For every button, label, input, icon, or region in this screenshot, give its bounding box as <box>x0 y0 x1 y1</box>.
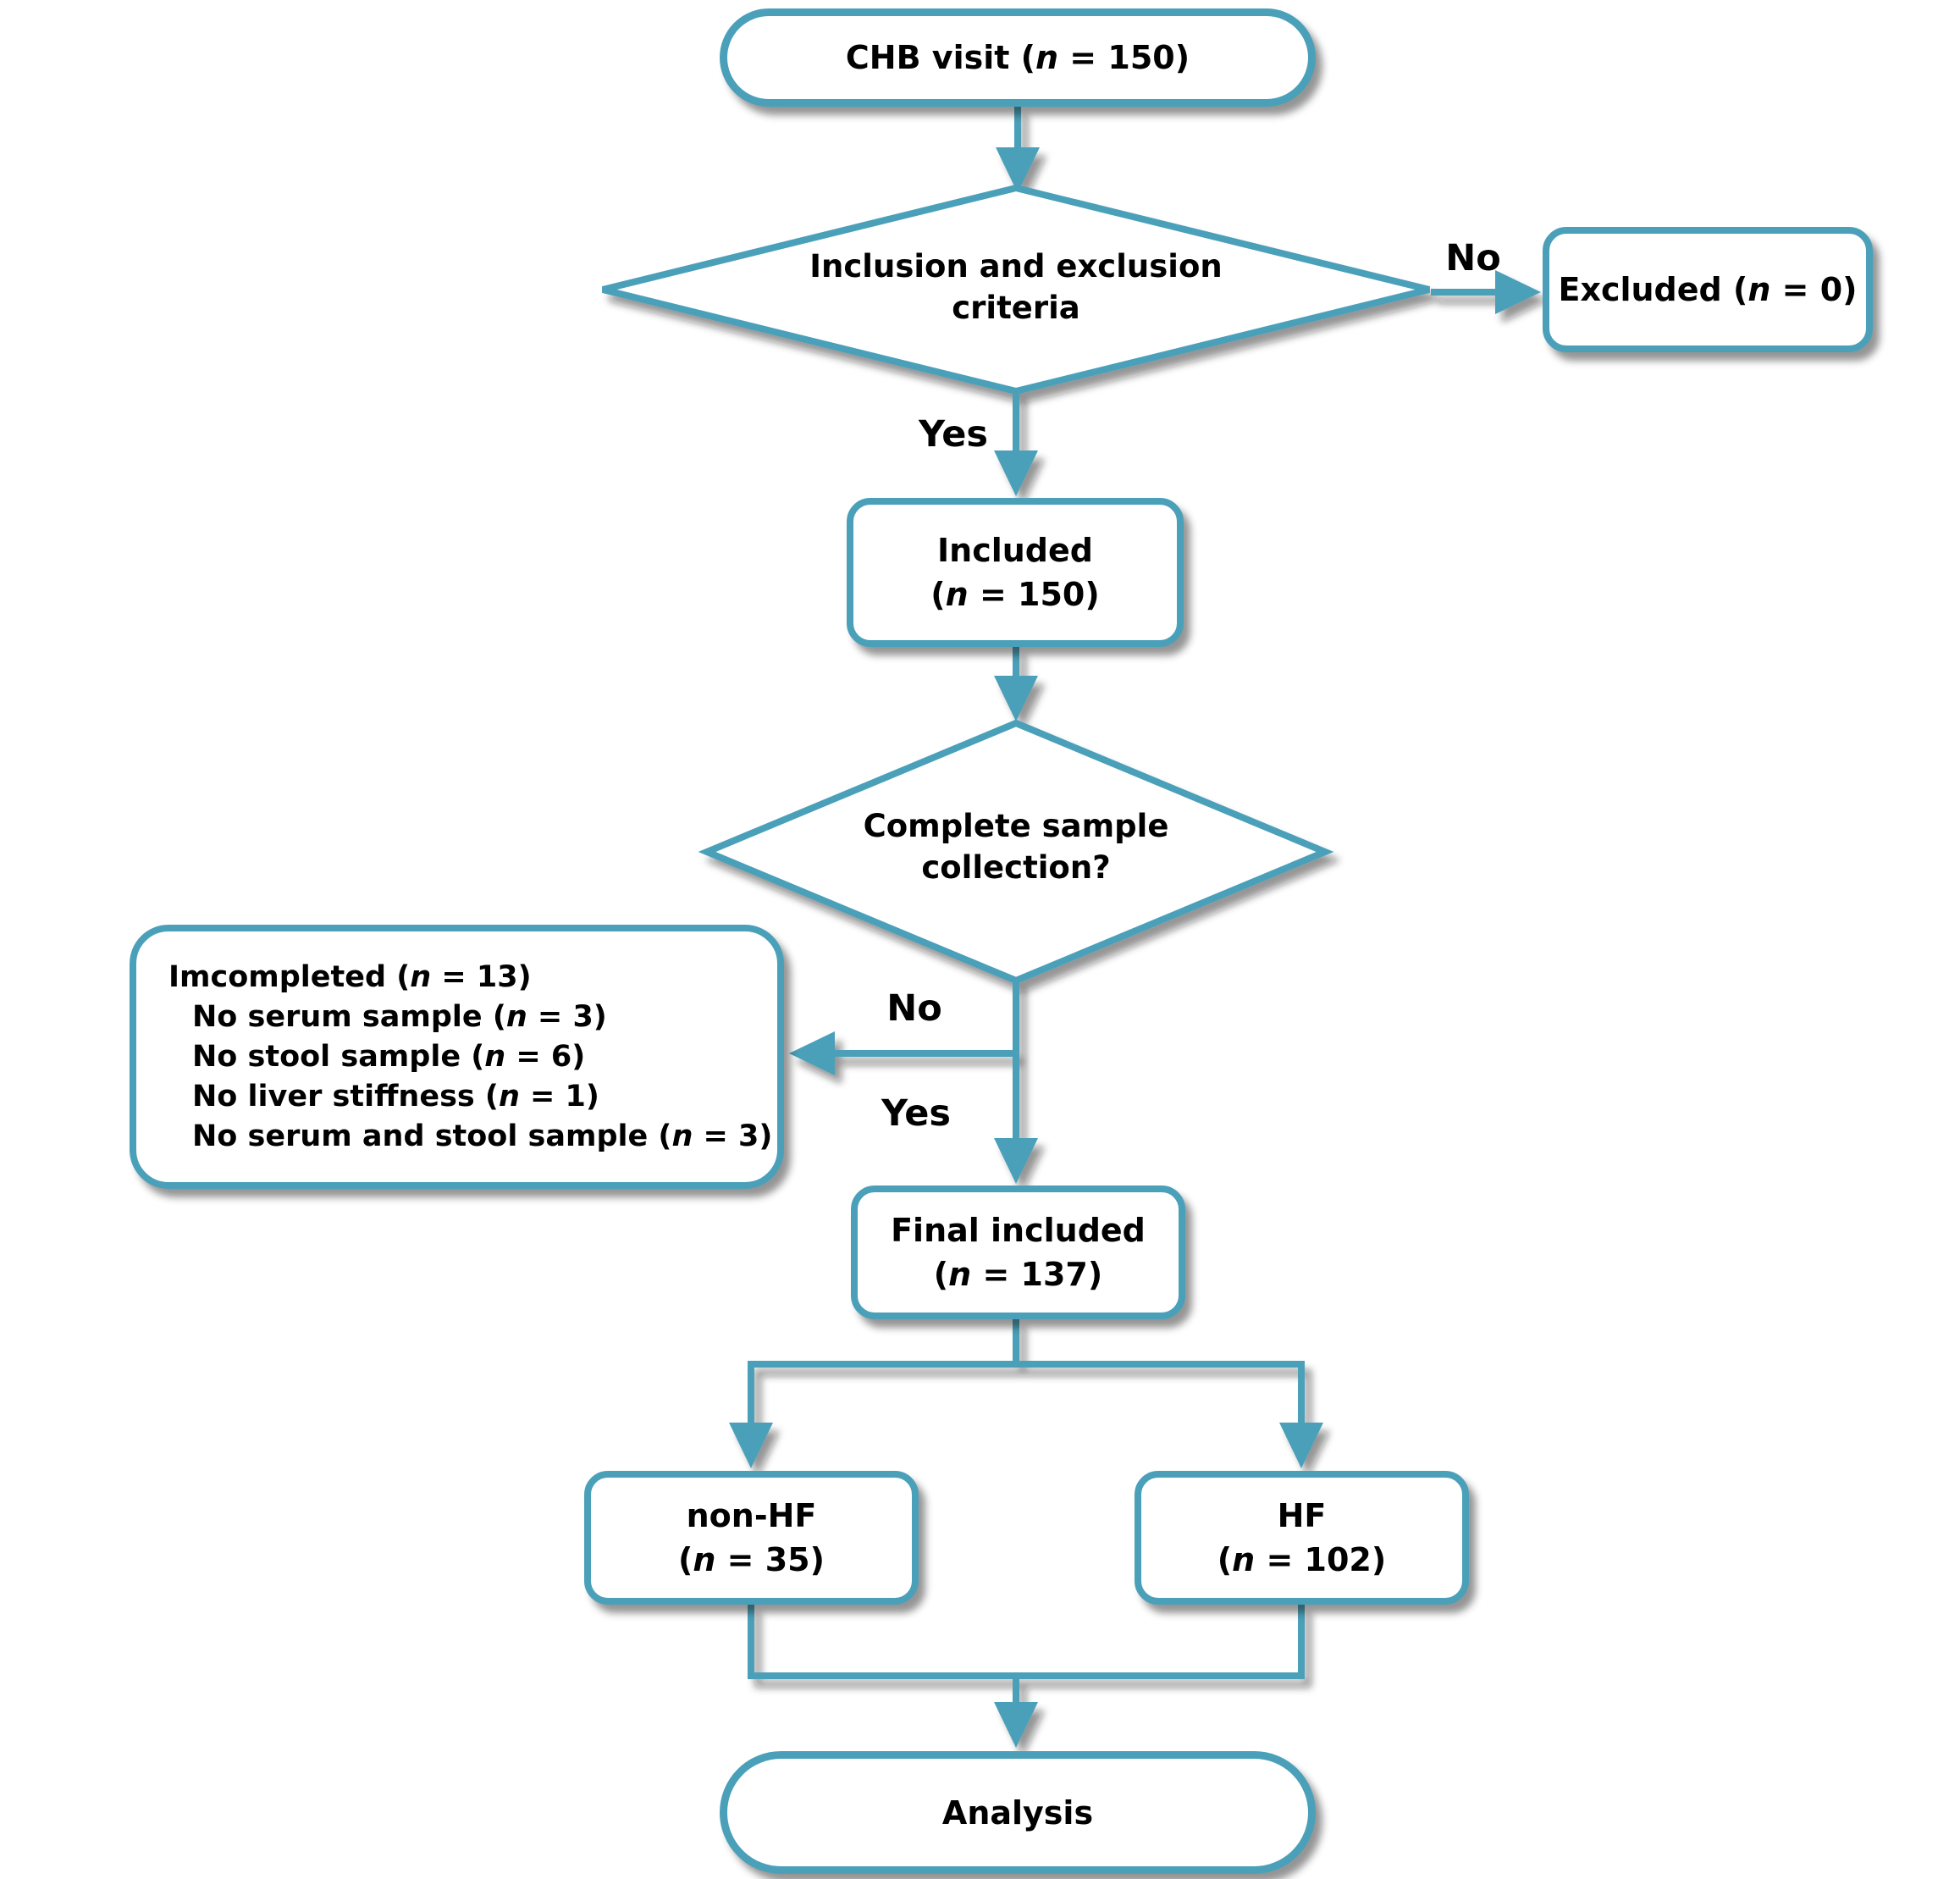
arrowhead-down-icon <box>994 1702 1038 1748</box>
node-final-included: Final included (n = 137) <box>851 1185 1185 1319</box>
node-incompleted-item: No serum sample (n = 3) <box>192 999 607 1034</box>
node-incompleted: Imcompleted (n = 13) No serum sample (n … <box>130 925 784 1189</box>
node-incompleted-item: No stool sample (n = 6) <box>192 1039 586 1074</box>
edge-label-collection-yes: Yes <box>881 1092 951 1135</box>
arrowhead-down-icon <box>729 1423 773 1468</box>
node-chb-visit: CHB visit (n = 150) <box>720 8 1316 107</box>
arrowhead-down-icon <box>994 1138 1038 1184</box>
node-analysis: Analysis <box>720 1751 1316 1874</box>
connector-criteria-to-included <box>994 391 1038 496</box>
arrowhead-down-icon <box>1279 1423 1323 1468</box>
connector-chb-to-criteria <box>996 107 1040 193</box>
connector-collection-to-final <box>994 981 1038 1184</box>
connector-included-to-collection <box>994 647 1038 721</box>
arrowhead-left-icon <box>789 1031 835 1075</box>
node-excluded-label: Excluded (n = 0) <box>1558 271 1858 308</box>
node-analysis-label: Analysis <box>941 1793 1094 1832</box>
arrowhead-down-icon <box>996 147 1040 193</box>
connector-criteria-to-excluded <box>1431 270 1541 314</box>
connector-collection-to-incompleted <box>789 1031 1016 1075</box>
node-incompleted-item: No serum and stool sample (n = 3) <box>192 1119 773 1153</box>
arrowhead-down-icon <box>994 676 1038 721</box>
edge-label-collection-no: No <box>886 987 942 1030</box>
decision-criteria-label: Inclusion and exclusion criteria <box>809 248 1223 326</box>
connector-final-split <box>729 1319 1323 1468</box>
node-excluded: Excluded (n = 0) <box>1543 227 1873 352</box>
edge-label-criteria-no: No <box>1445 237 1501 279</box>
node-non-hf: non-HF (n = 35) <box>584 1471 919 1605</box>
node-incompleted-title: Imcompleted (n = 13) <box>168 959 532 994</box>
arrowhead-right-icon <box>1495 270 1541 314</box>
node-incompleted-item: No liver stiffness (n = 1) <box>192 1079 599 1114</box>
node-included: Included (n = 150) <box>847 498 1184 647</box>
node-hf: HF (n = 102) <box>1135 1471 1469 1605</box>
arrowhead-down-icon <box>994 450 1038 496</box>
connector-merge-to-analysis <box>748 1605 1305 1748</box>
decision-collection-label: Complete sample collection? <box>863 808 1169 886</box>
edge-label-criteria-yes: Yes <box>919 413 988 456</box>
node-chb-visit-label: CHB visit (n = 150) <box>845 39 1190 76</box>
